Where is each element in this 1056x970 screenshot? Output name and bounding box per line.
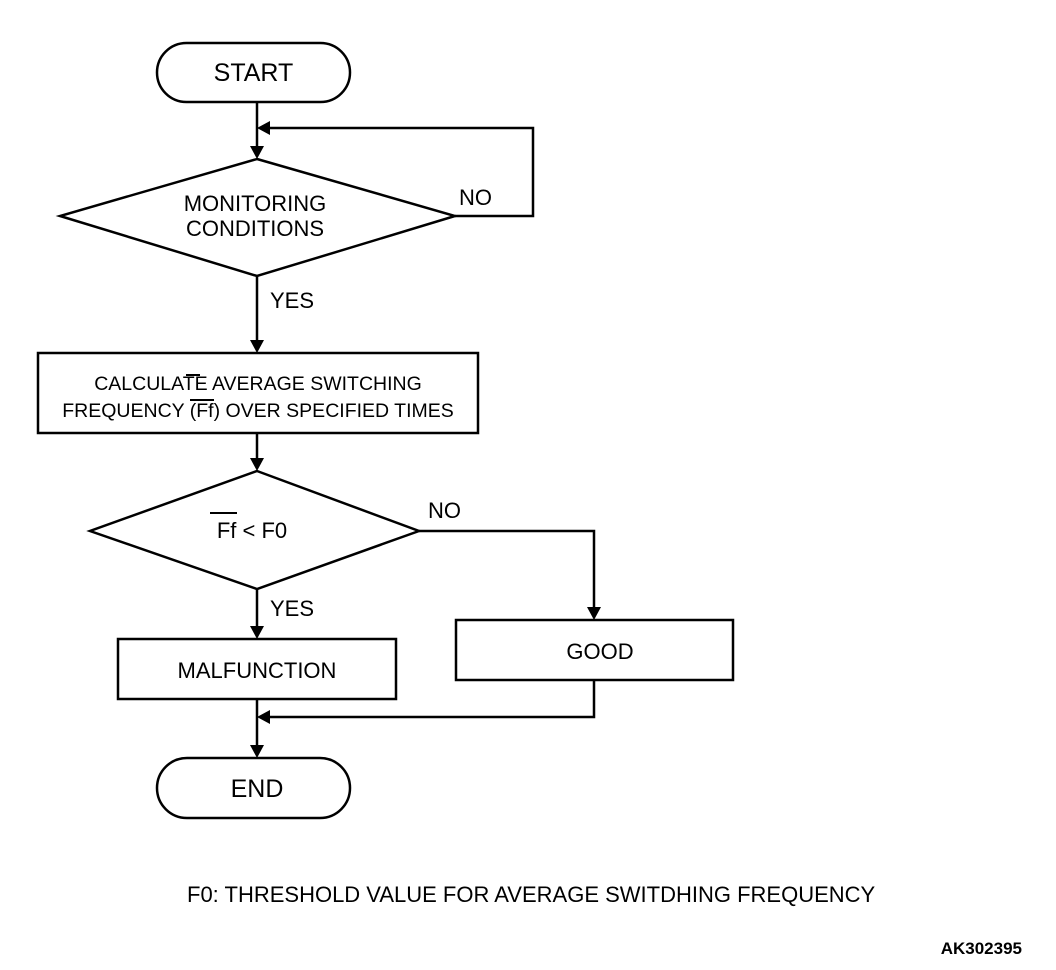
calculate-label-line1: CALCULATE AVERAGE SWITCHING <box>94 373 422 395</box>
end-terminal: END <box>155 756 352 820</box>
calculate-line2-overlined: Ff <box>196 400 214 422</box>
monitoring-label-line2: CONDITIONS <box>186 216 324 241</box>
compare-label: Ff < F0 <box>217 518 287 543</box>
footnote: F0: THRESHOLD VALUE FOR AVERAGE SWITDHIN… <box>187 882 876 907</box>
calculate-line1-prefix: CALCULAT <box>94 373 195 395</box>
calculate-process: CALCULATE AVERAGE SWITCHING FREQUENCY (F… <box>36 351 480 435</box>
calculate-line1-suffix: AVERAGE SWITCHING <box>208 373 422 395</box>
arrowhead-down <box>587 607 601 620</box>
monitoring-label-line1: MONITORING <box>184 191 327 216</box>
start-label: START <box>214 59 294 87</box>
edge-monitoring-no-loop <box>268 126 535 218</box>
calculate-line2-prefix: FREQUENCY ( <box>62 400 196 422</box>
monitoring-yes-label: YES <box>270 288 314 313</box>
end-label: END <box>231 775 284 803</box>
arrowhead-down <box>250 745 264 758</box>
compare-overlined: Ff <box>217 518 237 543</box>
calculate-line1-overlined: E <box>195 373 208 395</box>
figure-code: AK302395 <box>941 939 1022 958</box>
connectors <box>255 102 596 748</box>
compare-rest: < F0 <box>236 518 287 543</box>
arrowhead-down <box>250 626 264 639</box>
calculate-line2-suffix: ) OVER SPECIFIED TIMES <box>214 400 454 422</box>
arrowhead-down <box>250 146 264 159</box>
monitoring-no-label: NO <box>459 185 492 210</box>
arrowhead-down <box>250 340 264 353</box>
compare-no-label: NO <box>428 498 461 523</box>
good-process: GOOD <box>454 618 735 682</box>
monitoring-decision: MONITORING CONDITIONS <box>55 157 460 278</box>
compare-yes-label: YES <box>270 596 314 621</box>
arrowhead-down <box>250 458 264 471</box>
arrowheads <box>250 121 601 758</box>
start-terminal: START <box>155 41 352 104</box>
arrowhead-left <box>257 710 270 724</box>
good-label: GOOD <box>566 639 633 664</box>
malfunction-process: MALFUNCTION <box>116 637 398 701</box>
edge-compare-no <box>419 529 596 611</box>
malfunction-label: MALFUNCTION <box>178 658 337 683</box>
compare-decision: Ff < F0 <box>86 469 423 591</box>
edge-good-to-end <box>268 680 596 719</box>
arrowhead-left <box>257 121 270 135</box>
calculate-label-line2: FREQUENCY (Ff) OVER SPECIFIED TIMES <box>62 400 454 422</box>
